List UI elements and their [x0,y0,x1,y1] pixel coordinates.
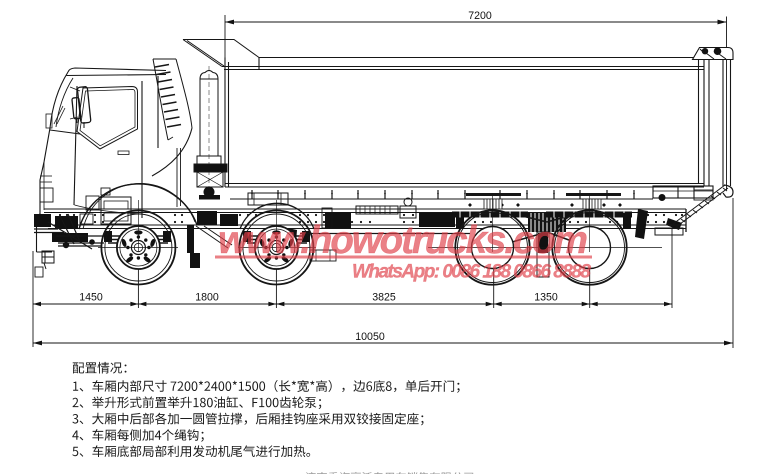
svg-text:1350: 1350 [534,291,558,303]
svg-text:3825: 3825 [372,291,396,303]
svg-text:1450: 1450 [79,291,103,303]
svg-text:1800: 1800 [195,291,219,303]
svg-text:7200: 7200 [468,10,492,22]
svg-text:www.howotrucks.com: www.howotrucks.com [218,219,588,262]
svg-text:WhatsApp: 0086 188 0866 8888: WhatsApp: 0086 188 0866 8888 [352,262,591,283]
svg-text:10050: 10050 [355,331,385,343]
